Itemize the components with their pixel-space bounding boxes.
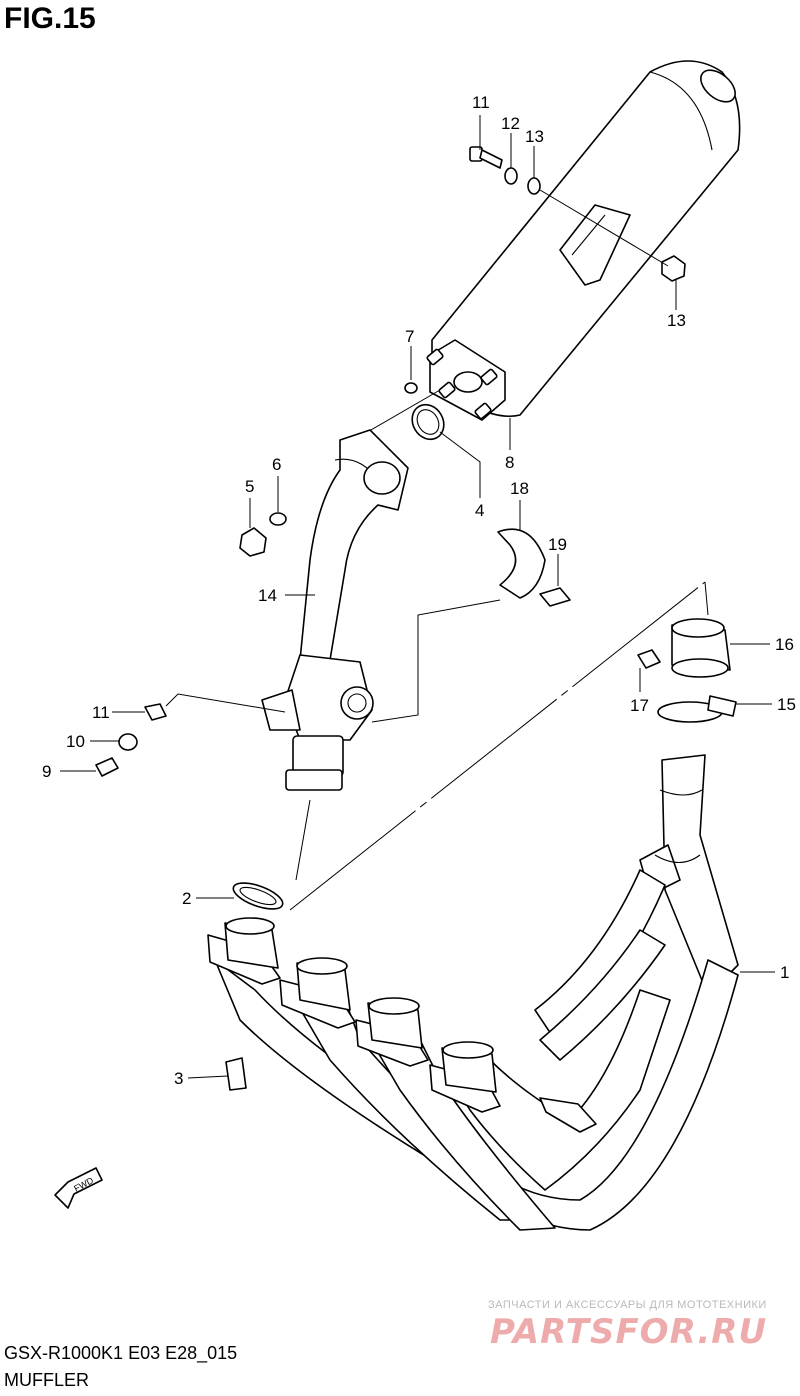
washer-13a — [504, 167, 518, 185]
watermark-tagline: ЗАПЧАСТИ И АКСЕССУАРЫ ДЛЯ МОТОТЕХНИКИ — [488, 1299, 767, 1311]
clamp-16 — [657, 695, 737, 723]
bolt-9 — [95, 757, 119, 777]
callout-18: 17 — [630, 696, 649, 715]
callout-20: 19 — [548, 535, 567, 554]
bolt-20 — [539, 587, 571, 607]
callout-5: 5 — [245, 477, 254, 496]
exhaust-pipe-assembly-1 — [207, 754, 739, 1231]
washer-13b — [527, 177, 541, 195]
callout-12: 11 — [472, 93, 490, 112]
muffler-body — [426, 60, 741, 421]
gasket-4 — [411, 403, 445, 441]
washer-6 — [269, 512, 287, 526]
stud-3 — [225, 1057, 247, 1091]
figure-label: FIG.15 — [4, 2, 96, 35]
callout-8: 8 — [505, 453, 514, 472]
bracket-19 — [497, 528, 546, 599]
callout-13a: 12 — [501, 114, 520, 133]
callout-3: 3 — [174, 1069, 183, 1088]
callout-7: 7 — [405, 327, 414, 346]
nut-14 — [661, 255, 686, 282]
callout-15: 14 — [258, 586, 277, 605]
cushion-11 — [144, 703, 167, 721]
callout-14: 13 — [667, 311, 686, 330]
gasket-2 — [232, 882, 284, 910]
mid-pipe-15 — [261, 429, 409, 791]
bolt-18 — [637, 649, 661, 669]
callout-11: 11 — [92, 703, 110, 722]
fwd-arrow-icon: FWD — [54, 1167, 103, 1209]
bolt-12 — [469, 146, 503, 169]
section-name: MUFFLER — [4, 1370, 89, 1390]
callout-labels: 11 12 13 13 7 8 6 5 18 4 19 14 16 17 15 … — [42, 93, 796, 1088]
callout-17: 16 — [775, 635, 794, 654]
collar-10 — [118, 733, 138, 751]
leader-lines — [60, 115, 775, 1079]
watermark-logo: PARTSFOR.RU — [490, 1312, 768, 1352]
connector-17 — [671, 618, 731, 678]
callout-9: 9 — [42, 762, 51, 781]
callout-6: 6 — [272, 455, 281, 474]
model-code: GSX-R1000K1 E03 E28_015 — [4, 1343, 238, 1363]
callout-2: 2 — [182, 889, 191, 908]
ring-7 — [404, 382, 418, 394]
callout-4: 4 — [475, 501, 484, 520]
callout-13b: 13 — [525, 127, 544, 146]
callout-19: 18 — [510, 479, 529, 498]
nut-5 — [239, 527, 267, 557]
callout-1: 1 — [780, 963, 789, 982]
callout-16: 15 — [777, 695, 796, 714]
callout-10: 10 — [66, 732, 85, 751]
